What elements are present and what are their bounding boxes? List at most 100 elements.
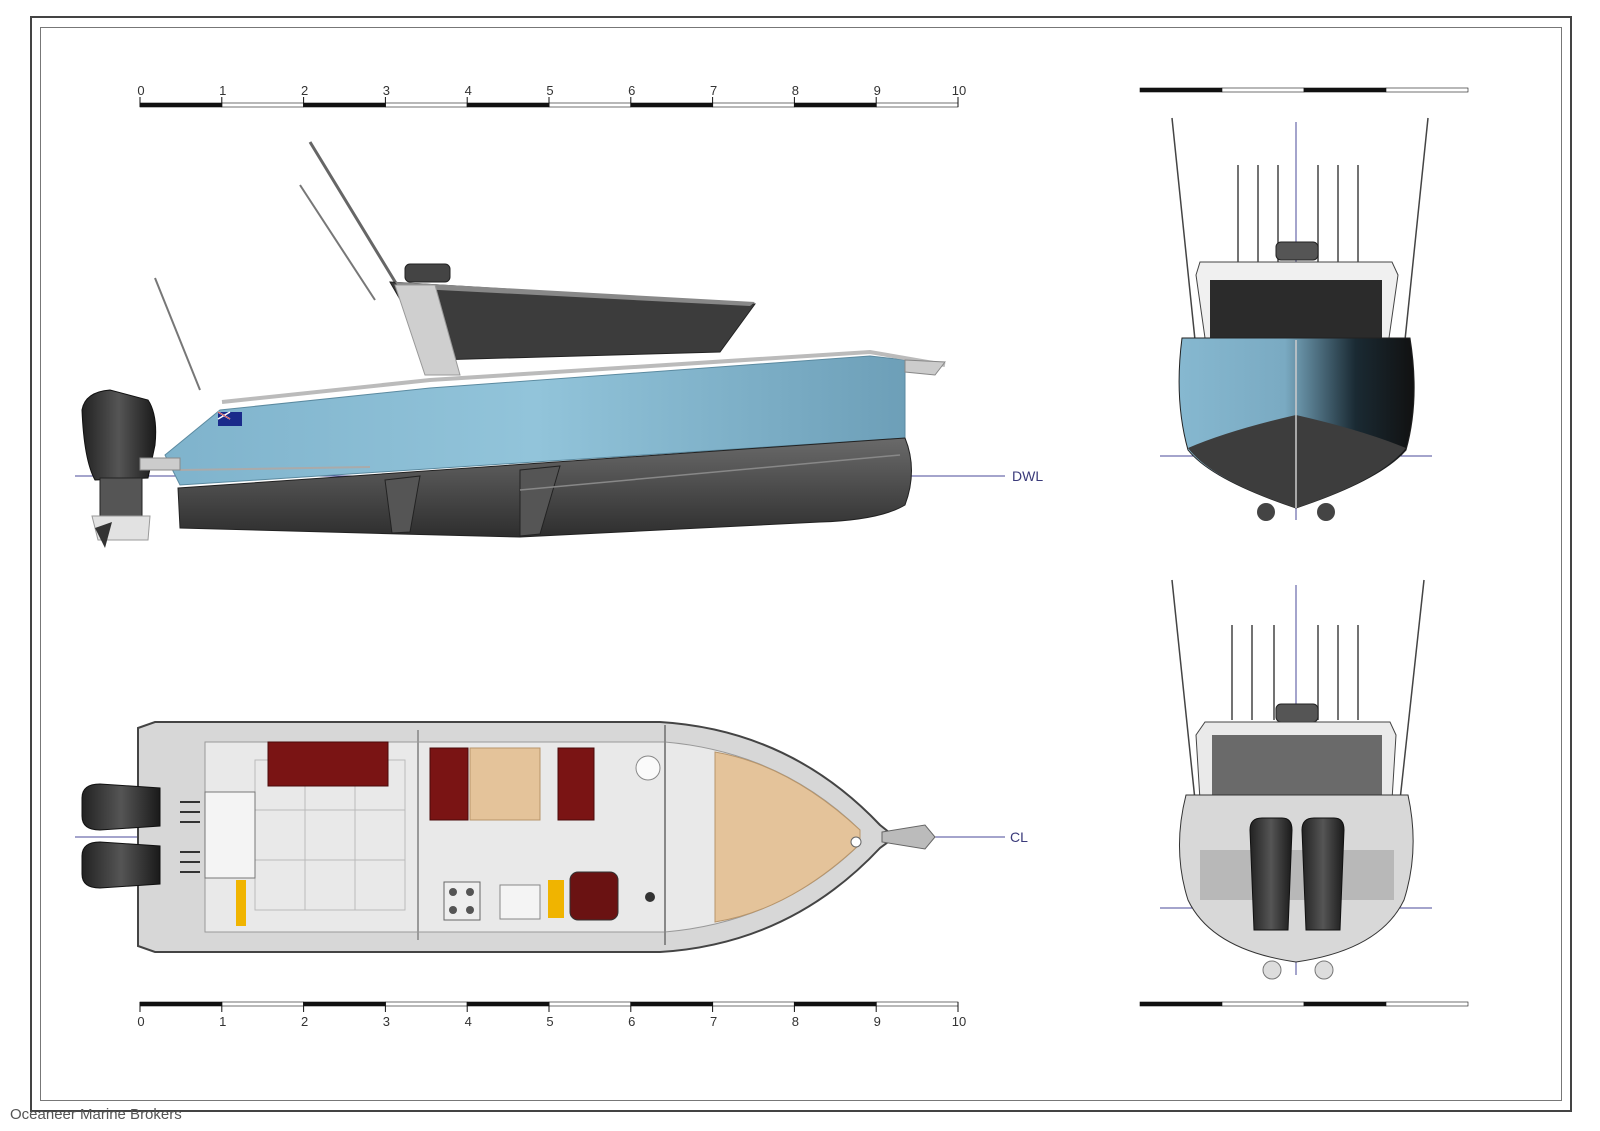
bow-anchor-plan	[881, 824, 936, 850]
radar-dome	[404, 263, 451, 283]
spray-chine	[519, 454, 901, 491]
scale-tick-label: 3	[383, 1014, 390, 1029]
radar-dome-stern	[1275, 703, 1319, 723]
toilet	[635, 755, 661, 781]
scale-segment	[466, 1001, 550, 1007]
scale-tick-label: 5	[546, 1014, 553, 1029]
scale-segment	[1221, 1001, 1305, 1007]
centerline-label: CL	[1010, 829, 1028, 845]
scale-bar-right-bottom	[1139, 1001, 1469, 1007]
scale-segment	[221, 102, 304, 108]
scale-segment	[630, 102, 713, 108]
scale-segment	[385, 1001, 468, 1007]
scale-tick-label: 2	[301, 83, 308, 98]
scale-tick-label: 8	[792, 83, 799, 98]
scale-tick-label: 3	[383, 83, 390, 98]
scale-segment	[1303, 1001, 1387, 1007]
rod-holders	[180, 801, 200, 873]
scale-segment	[875, 102, 959, 108]
dinette-seat-left	[429, 747, 469, 821]
scale-segment	[630, 1001, 713, 1007]
gunwale-rail	[221, 349, 946, 404]
starboard-outboard-rear	[1301, 817, 1345, 931]
drawing-frame-outer	[30, 16, 1572, 1112]
roof-edge	[395, 282, 755, 306]
engine-leg	[99, 477, 143, 517]
scale-segment	[466, 102, 550, 108]
scale-bar-right-top	[1139, 87, 1469, 93]
forward-cabin-floor	[714, 751, 861, 923]
waterline-label: DWL	[1012, 468, 1043, 484]
scale-tick-label: 10	[952, 1014, 966, 1029]
scale-segment	[221, 1001, 304, 1007]
scale-segment	[794, 102, 877, 108]
scale-tick-label: 8	[792, 1014, 799, 1029]
radar-dome-bow	[1275, 241, 1319, 261]
scale-tick-label: 10	[952, 83, 966, 98]
scale-segment	[303, 1001, 386, 1007]
scale-segment	[303, 102, 386, 108]
plan-view: CL	[75, 721, 1028, 953]
scale-segment	[1221, 87, 1305, 93]
scale-tick-label: 6	[628, 1014, 635, 1029]
scale-segment	[1385, 87, 1469, 93]
galley-sink	[499, 884, 541, 920]
scale-segment	[875, 1001, 959, 1007]
starboard-propeller-icon	[1317, 503, 1335, 521]
scale-segment	[1385, 1001, 1469, 1007]
helm-seat-base	[548, 880, 564, 918]
port-outboard-engine	[81, 783, 161, 831]
side-stripe	[179, 466, 371, 471]
bow-hull-bottom	[1188, 415, 1406, 508]
scale-segment	[548, 1001, 632, 1007]
drawing-frame-inner	[40, 27, 1562, 1101]
side-profile-view: DWL	[75, 141, 1043, 548]
port-propeller-icon	[1257, 503, 1275, 521]
dinette-table	[469, 747, 541, 821]
scale-tick-label: 0	[137, 83, 144, 98]
bow-anchor	[904, 359, 946, 376]
scale-tick-label: 7	[710, 1014, 717, 1029]
bow-view	[1160, 117, 1432, 521]
scale-tick-label: 0	[137, 1014, 144, 1029]
scale-tick-label: 1	[219, 1014, 226, 1029]
port-propeller-rear-icon	[1262, 960, 1282, 980]
hull-step-1	[384, 475, 421, 534]
scale-tick-label: 9	[874, 83, 881, 98]
cooktop	[443, 881, 481, 921]
transom-console	[204, 791, 256, 879]
scale-segment	[1303, 87, 1387, 93]
hull-topside	[164, 355, 906, 486]
scale-tick-label: 4	[465, 1014, 472, 1029]
scale-tick-label: 4	[465, 83, 472, 98]
steering-wheel-icon	[645, 892, 655, 902]
dinette-seat-right	[557, 747, 595, 821]
port-outboard-rear	[1249, 817, 1293, 931]
propeller-icon	[95, 522, 112, 548]
scale-tick-label: 5	[546, 83, 553, 98]
stern-view	[1160, 579, 1432, 980]
fishing-rod-stern	[154, 277, 201, 391]
transom	[1200, 850, 1394, 900]
scale-segment	[1139, 1001, 1223, 1007]
transom-bracket	[139, 457, 181, 471]
scale-segment	[1139, 87, 1223, 93]
scale-segment	[139, 102, 223, 108]
helm-seat	[569, 871, 619, 921]
stern-step	[236, 880, 246, 926]
scale-segment	[385, 102, 468, 108]
watermark: Oceaneer Marine Brokers	[10, 1106, 182, 1123]
hull-step-2	[519, 465, 561, 537]
scale-tick-label: 2	[301, 1014, 308, 1029]
scale-segment	[712, 102, 795, 108]
stern-lounge-seat	[267, 741, 389, 787]
antennas-stern	[1171, 579, 1425, 801]
scale-segment	[794, 1001, 877, 1007]
scale-tick-label: 7	[710, 83, 717, 98]
starboard-outboard-engine	[81, 841, 161, 889]
anchor-winch	[850, 836, 862, 848]
windscreen	[1210, 280, 1382, 342]
